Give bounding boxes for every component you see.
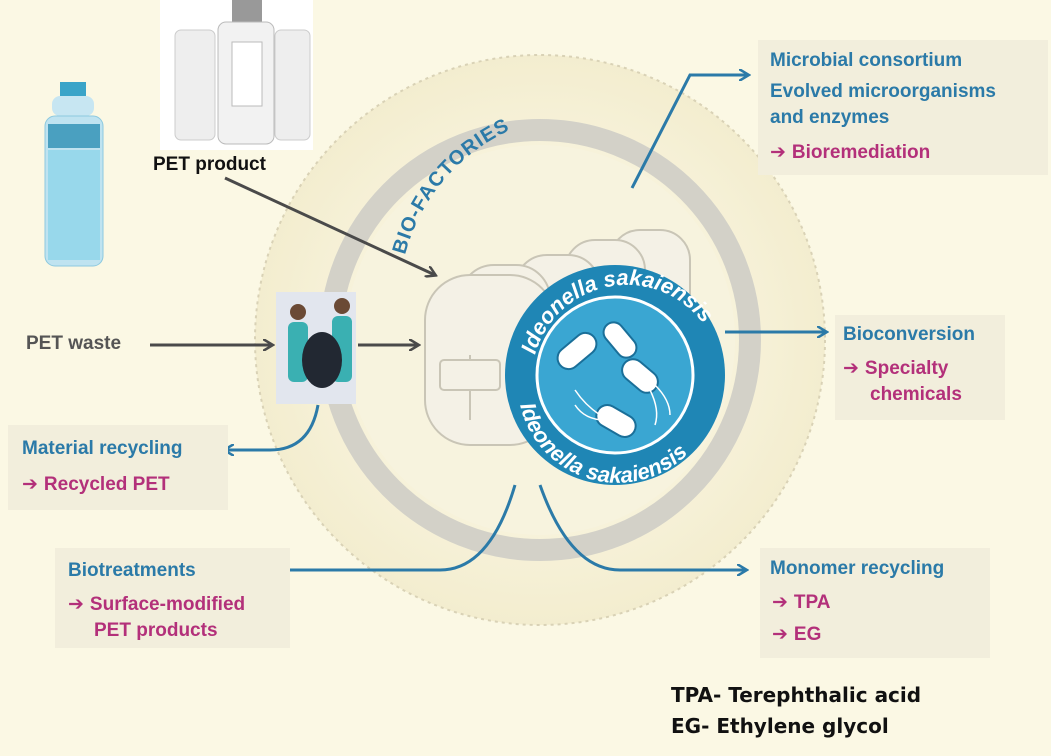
specialty-item: ➔Specialty [843, 358, 948, 381]
cosmetic-bottles-icon [160, 0, 313, 150]
recycled-pet-item: ➔Recycled PET [22, 474, 170, 497]
tpa-text: TPA [793, 592, 831, 613]
arrow-right-icon: ➔ [68, 594, 84, 615]
workers-with-trash-bag-icon [276, 292, 356, 404]
bacteria-icon [556, 321, 671, 438]
and-enzymes-label: and enzymes [770, 107, 890, 128]
tpa-item: ➔TPA [772, 592, 831, 615]
arrow-right-icon: ➔ [772, 624, 788, 645]
chemicals-text: chemicals [870, 384, 962, 405]
biotreatments-arrow [238, 484, 517, 570]
material-box [8, 425, 228, 510]
eg-text: EG [793, 624, 822, 645]
eg-item: ➔EG [772, 624, 821, 647]
bioremediation-text: Bioremediation [791, 142, 931, 163]
microbial-box [758, 40, 1048, 175]
material-recycling-label: Material recycling [22, 438, 183, 459]
pet-products-text: PET products [94, 620, 218, 641]
pet-waste-label: PET waste [26, 333, 122, 354]
arrow-right-icon: ➔ [772, 592, 788, 613]
recycled-pet-text: Recycled PET [43, 474, 170, 495]
evolved-microorganisms-label: Evolved microorganisms [770, 81, 996, 102]
material-recycling-arrow [225, 404, 320, 450]
surface-modified-text: Surface-modified [89, 594, 246, 615]
microbial-arrow [630, 75, 748, 189]
biotreatments-label: Biotreatments [68, 560, 196, 581]
monomer-recycling-label: Monomer recycling [770, 558, 945, 579]
microbial-consortium-label: Microbial consortium [770, 50, 963, 71]
pet-product-label: PET product [153, 154, 266, 175]
bioremediation-item: ➔Bioremediation [770, 142, 930, 165]
biotreatments-box [55, 548, 290, 648]
legend-tpa: TPA- Terephthalic acid [671, 683, 922, 707]
ideonella-badge [505, 265, 725, 485]
bioconversion-box [835, 315, 1005, 420]
monomer-box [760, 548, 990, 658]
bioconversion-label: Bioconversion [843, 324, 975, 345]
surface-modified-item: ➔Surface-modified [68, 594, 245, 617]
legend-eg: EG- Ethylene glycol [671, 714, 889, 738]
arrow-right-icon: ➔ [843, 358, 859, 379]
pet-bottle-icon [44, 82, 104, 267]
pet-product-arrow [224, 176, 435, 275]
arrow-right-icon: ➔ [770, 142, 786, 163]
monomer-recycling-arrow [538, 484, 746, 570]
arrow-right-icon: ➔ [22, 474, 38, 495]
specialty-text: Specialty [864, 358, 949, 379]
